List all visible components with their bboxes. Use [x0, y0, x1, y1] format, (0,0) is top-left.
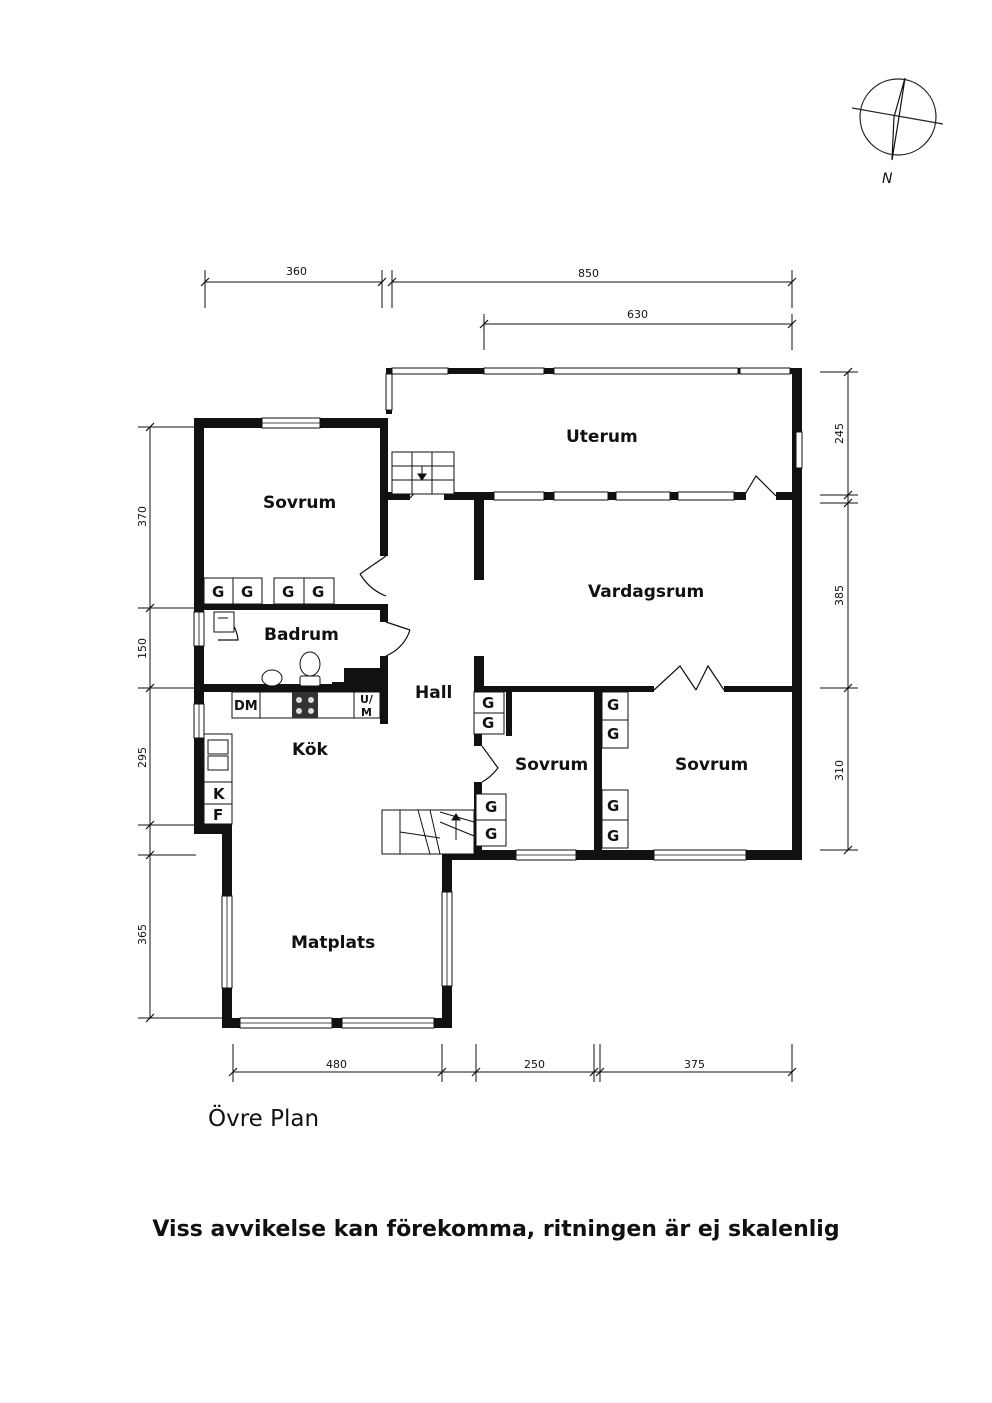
- dim-left-3: 295: [136, 747, 149, 768]
- dryer-label: M: [361, 706, 372, 719]
- sink-icon: [261, 669, 283, 687]
- disclaimer-text: Viss avvikelse kan förekomma, ritningen …: [152, 1217, 840, 1242]
- dim-top-inner: 630: [627, 308, 648, 321]
- room-label-sovrum-mid: Sovrum: [515, 755, 588, 775]
- dim-top-total: 850: [578, 267, 599, 280]
- closet-label: G: [212, 583, 224, 601]
- dim-right-2: 385: [833, 585, 846, 606]
- closet-label: G: [482, 714, 494, 732]
- room-label-badrum: Badrum: [264, 625, 339, 645]
- closet-label: G: [607, 797, 619, 815]
- dim-right-3: 310: [833, 760, 846, 781]
- closet-label: G: [607, 725, 619, 743]
- closet-label: G: [485, 825, 497, 843]
- dim-left-4: 365: [136, 924, 149, 945]
- closet-label: G: [607, 827, 619, 845]
- closet-label: G: [607, 696, 619, 714]
- room-label-sovrum-east: Sovrum: [675, 755, 748, 775]
- dim-bottom-1: 480: [326, 1058, 347, 1071]
- closet-label: G: [485, 798, 497, 816]
- stair-step-block: [332, 668, 380, 688]
- closet-label: G: [282, 583, 294, 601]
- dishwasher-label: DM: [234, 699, 258, 714]
- closet-label: G: [312, 583, 324, 601]
- dim-left-1: 370: [136, 506, 149, 527]
- room-label-kok: Kök: [292, 740, 329, 760]
- closets: [203, 577, 629, 849]
- compass-label: N: [882, 171, 893, 187]
- room-label-uterum: Uterum: [566, 427, 638, 447]
- closet-label: G: [482, 694, 494, 712]
- freezer-label: F: [213, 806, 223, 824]
- spiral-stair: [381, 809, 475, 855]
- dim-bottom-2: 250: [524, 1058, 545, 1071]
- toilet-icon: [299, 651, 321, 677]
- dim-top-left: 360: [286, 265, 307, 278]
- room-label-sovrum-nw: Sovrum: [263, 493, 336, 513]
- floor-title: Övre Plan: [208, 1106, 320, 1132]
- dim-right-1: 245: [833, 423, 846, 444]
- fridge-label: K: [213, 785, 226, 803]
- room-label-hall: Hall: [415, 683, 452, 703]
- dim-bottom-3: 375: [684, 1058, 705, 1071]
- room-label-matplats: Matplats: [291, 933, 375, 953]
- closet-label: G: [241, 583, 253, 601]
- stove-icon: [292, 692, 318, 718]
- washer-label: U/: [360, 693, 374, 706]
- room-label-vardagsrum: Vardagsrum: [588, 582, 704, 602]
- dimension-lines: [138, 270, 858, 1082]
- compass-icon: N: [851, 77, 944, 187]
- dim-left-2: 150: [136, 638, 149, 659]
- stairs: [391, 451, 455, 495]
